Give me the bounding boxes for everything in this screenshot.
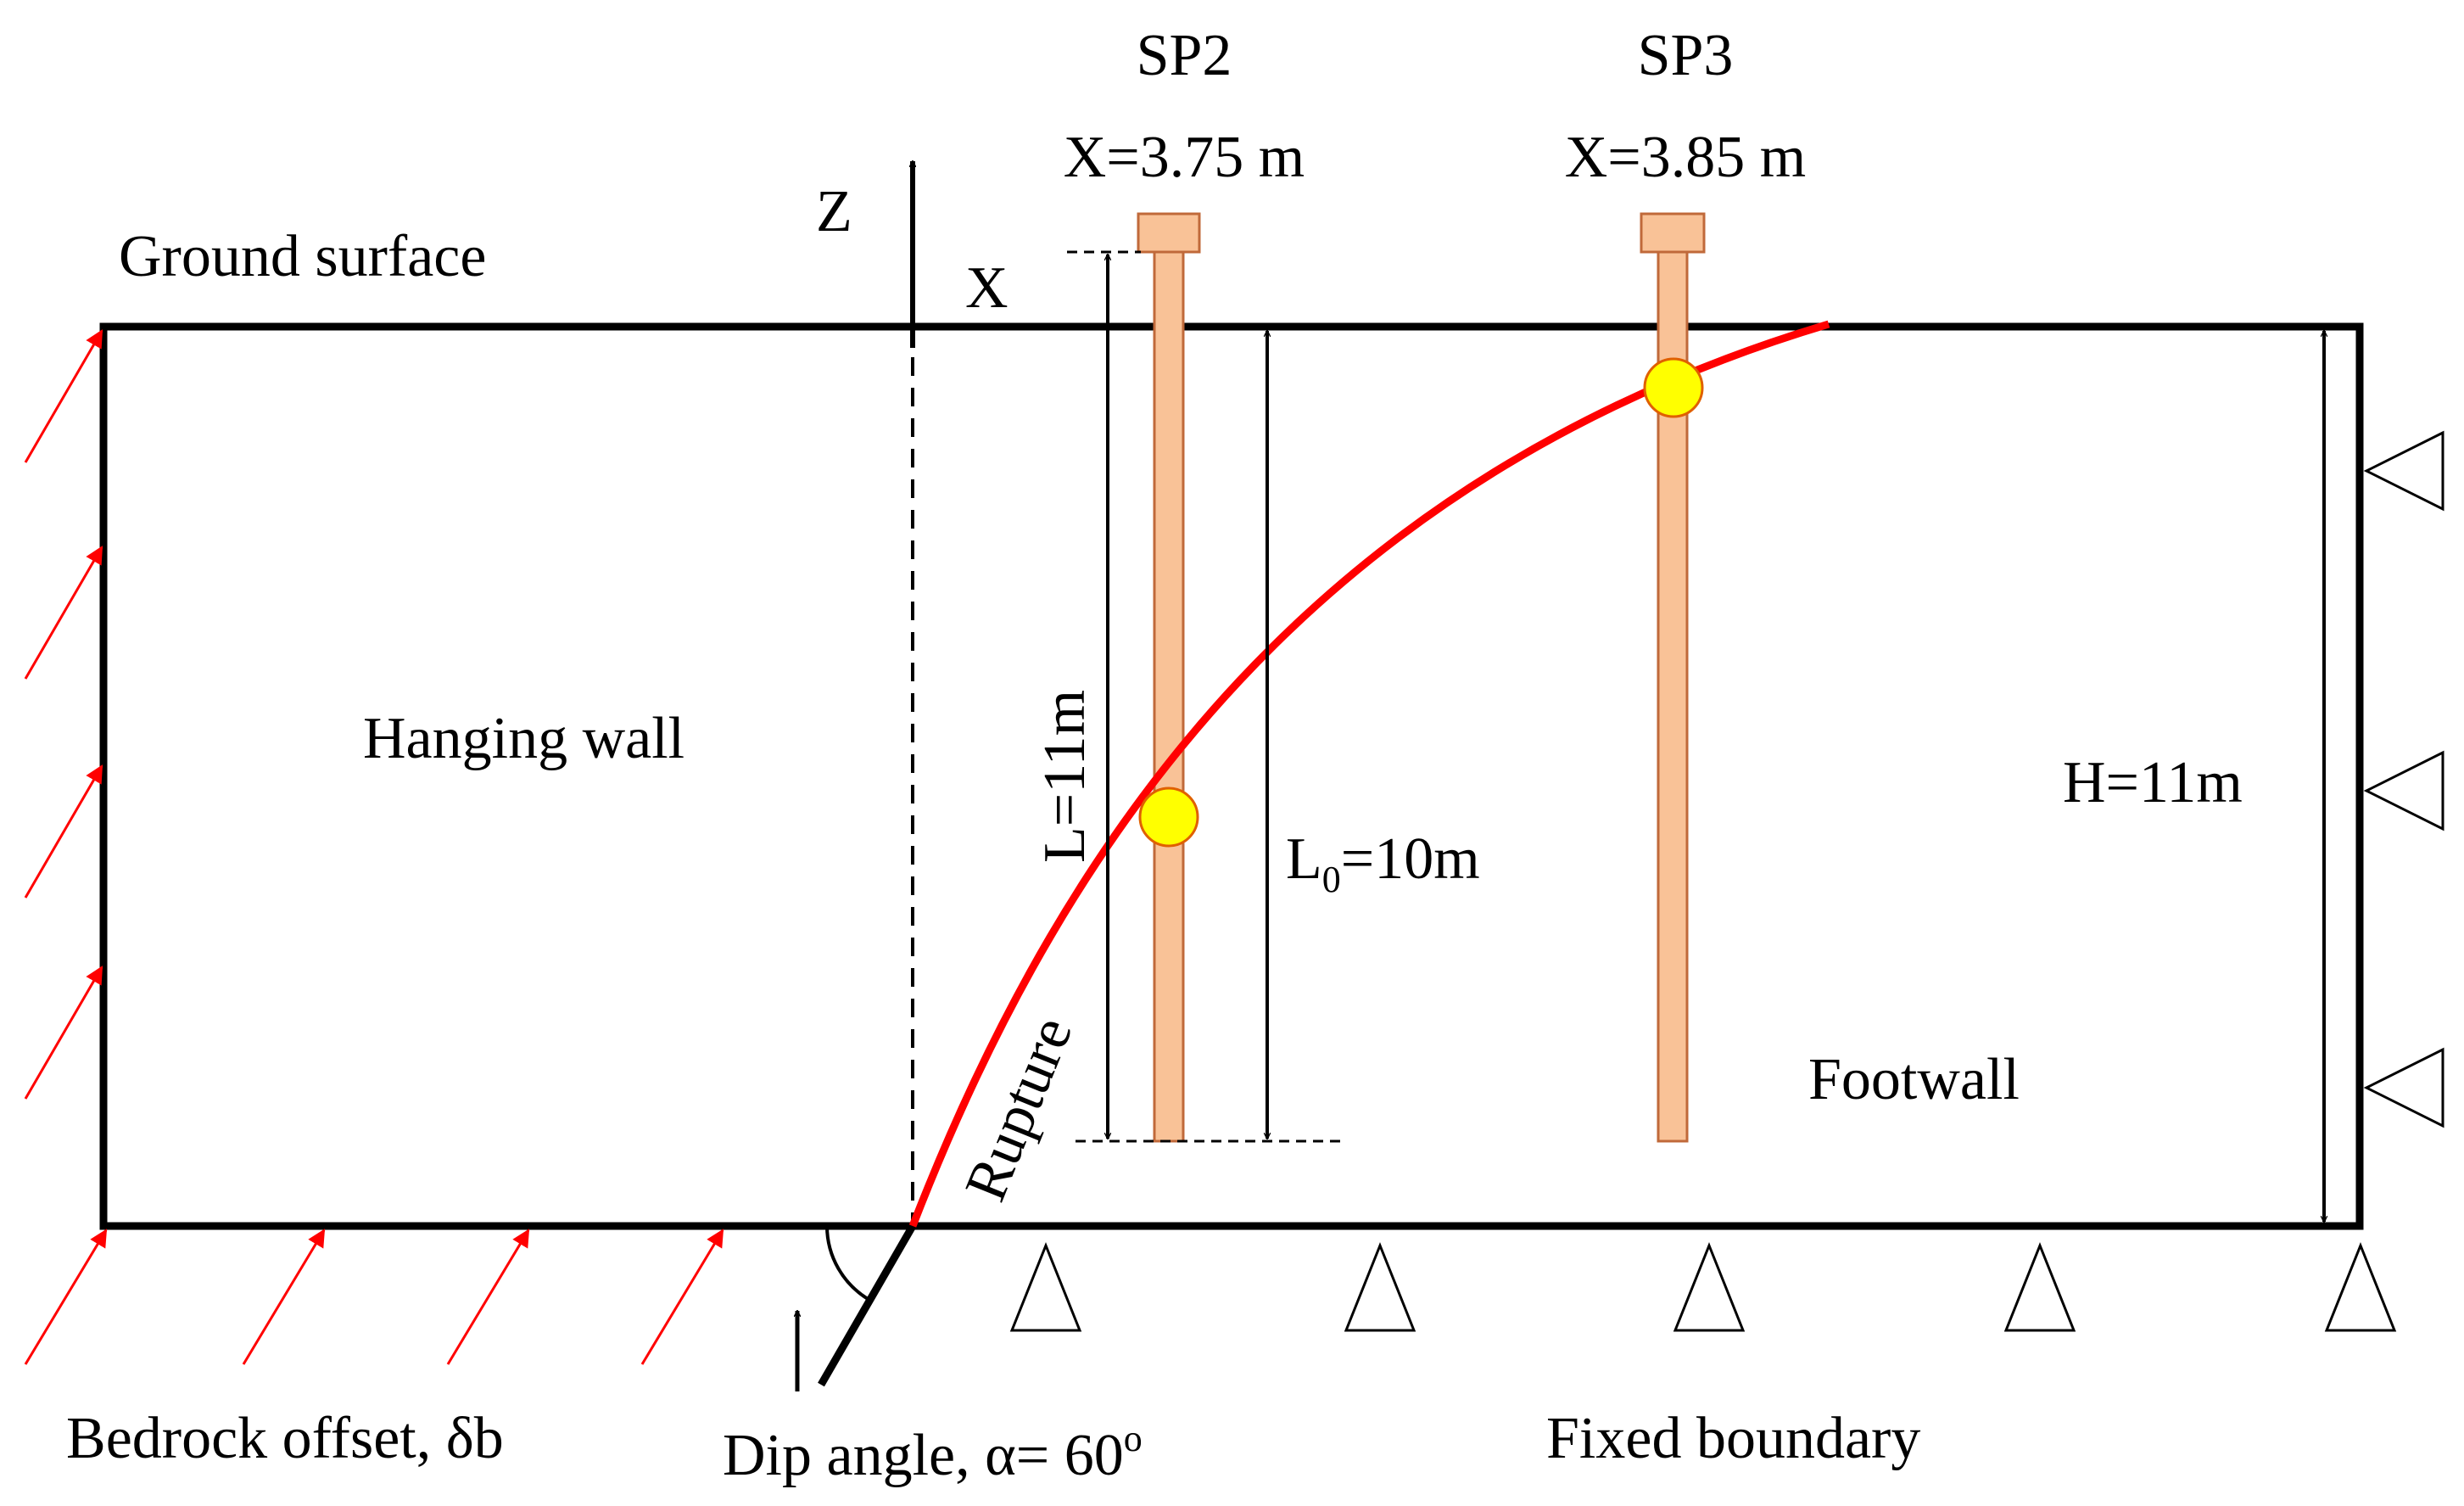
dip-angle-arc (825, 1225, 871, 1302)
pile-sp2-name: SP2 (1137, 23, 1232, 88)
rupture-label: Rupture (953, 1008, 1085, 1210)
embedded-length-label: L0=10m (1286, 826, 1480, 900)
ground-surface-label: Ground surface (119, 224, 486, 289)
fixed-boundary-label: Fixed boundary (1546, 1406, 1920, 1471)
roller-supports-right (2363, 430, 2444, 1128)
bedrock-offset-label: Bedrock offset, δb (66, 1406, 504, 1471)
hanging-wall-label: Hanging wall (363, 706, 684, 771)
pile-sp3-cap (1640, 212, 1706, 254)
embedded-length-value: =10m (1341, 826, 1480, 892)
pile-sp3-name: SP3 (1638, 23, 1734, 88)
rupture-curve (908, 320, 1830, 1228)
x-axis-label: X (965, 255, 1009, 321)
degree-symbol: o (1124, 1418, 1143, 1459)
dip-angle-text: Dip angle, α= 60 (723, 1423, 1124, 1488)
z-axis-label: Z (816, 179, 852, 244)
pile-sp2-cap (1137, 212, 1201, 254)
pile-sp2-position: X=3.75 m (1064, 125, 1305, 190)
bedrock-offset-arrows-bottom (242, 1229, 724, 1365)
intersection-point-sp3 (1643, 357, 1704, 418)
dip-angle-label: Dip angle, α= 60o (723, 1418, 1143, 1488)
pile-sp3-position: X=3.85 m (1565, 125, 1806, 190)
fixed-supports-bottom (1009, 1241, 2397, 1332)
bedrock-offset-arrows-left (24, 329, 108, 1365)
footwall-label: Footwall (1808, 1047, 2020, 1112)
height-label: H=11m (2063, 750, 2243, 815)
pile-length-label: L=11m (1032, 690, 1098, 863)
bedrock-fault-line (818, 1223, 916, 1387)
soil-domain (99, 322, 2364, 1230)
embedded-length-main: L (1286, 826, 1322, 892)
pile-sp2-shaft (1153, 250, 1185, 1143)
embedded-length-subscript: 0 (1322, 859, 1341, 900)
intersection-point-sp2 (1138, 787, 1199, 848)
